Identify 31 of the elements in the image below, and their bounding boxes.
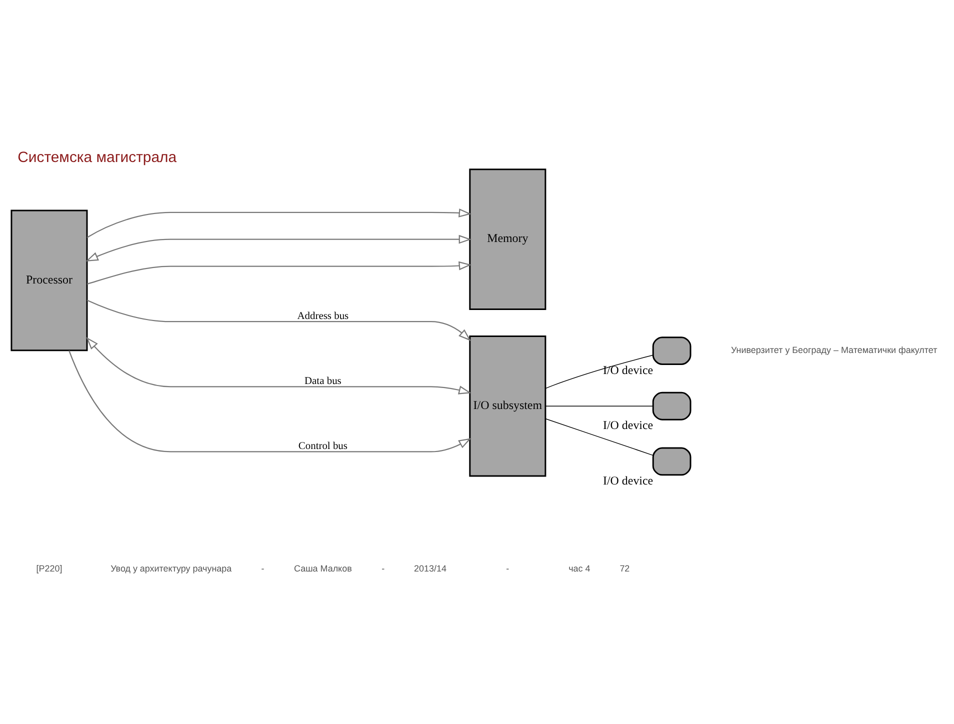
connector <box>545 418 654 456</box>
node-box: I/O subsystem <box>469 335 546 477</box>
node-label: I/O device <box>603 474 654 488</box>
node-box <box>652 447 692 476</box>
arrow <box>86 300 472 342</box>
node-box: Processor <box>10 210 88 352</box>
label: 72 <box>620 563 630 574</box>
edge-label: Control bus <box>298 440 348 452</box>
label: Саша Малков <box>294 563 352 574</box>
arrow <box>86 208 472 238</box>
label: - <box>506 563 510 574</box>
node-box: Memory <box>469 168 546 310</box>
diagram-title: Системска магистрала <box>18 148 177 166</box>
label: час 4 <box>568 563 590 574</box>
label: 2013/14 <box>414 563 446 574</box>
label: Увод у архитектуру рачунара <box>110 563 232 574</box>
node-label: I/O device <box>603 418 654 432</box>
label: Универзитет у Београду – Математички факултет <box>730 345 938 356</box>
edge-label: Data bus <box>304 376 342 387</box>
arrow <box>68 350 472 452</box>
node-label: I/O device <box>603 362 654 377</box>
label: [P220] <box>36 563 62 574</box>
arrow <box>86 261 472 285</box>
node-box <box>652 336 692 365</box>
arrow <box>86 234 472 262</box>
label: - <box>261 563 264 574</box>
node-box <box>652 392 692 420</box>
connector <box>545 354 654 389</box>
label: - <box>382 563 385 574</box>
edge-label: Address bus <box>297 310 349 322</box>
arrow <box>86 336 472 394</box>
